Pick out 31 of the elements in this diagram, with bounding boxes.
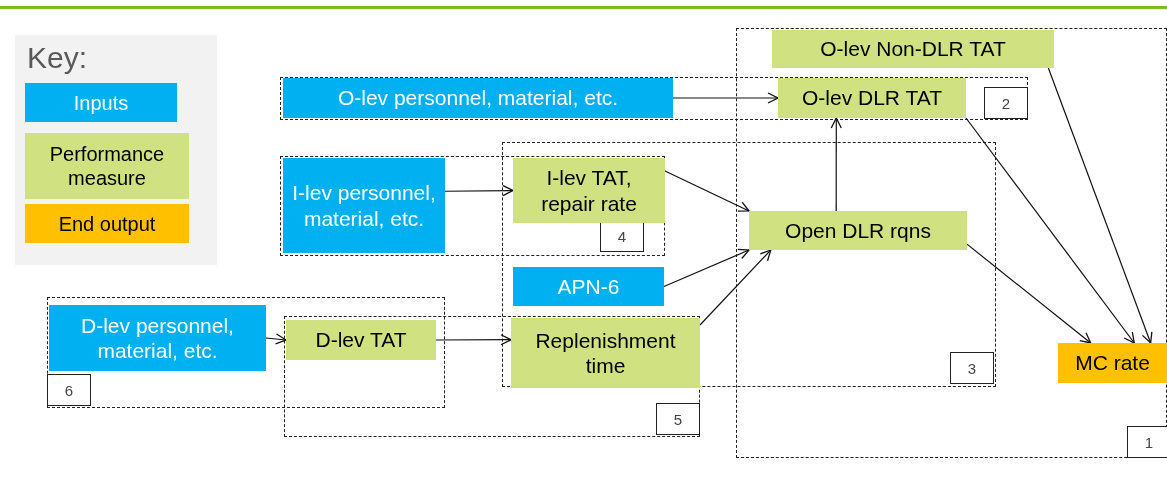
callout-number: 6 <box>47 374 91 406</box>
arrow <box>664 170 750 212</box>
arrow <box>444 184 514 197</box>
arrow <box>663 248 750 288</box>
arrow <box>830 117 842 212</box>
input-box: APN-6 <box>513 267 664 306</box>
legend-label: Performance measure <box>48 142 166 190</box>
arrow <box>965 117 1135 344</box>
arrow <box>672 92 779 104</box>
callout-number: 5 <box>656 403 700 435</box>
performance-measure-box: O-lev DLR TAT <box>778 78 966 118</box>
performance-measure-box: Open DLR rqns <box>749 211 967 250</box>
performance-measure-box: O-lev Non-DLR TAT <box>772 30 1054 68</box>
performance-measure-box: D-lev TAT <box>286 320 436 360</box>
arrow <box>699 249 772 326</box>
arrow <box>265 333 287 345</box>
input-box: I-lev personnel, material, etc. <box>283 158 445 253</box>
legend-label: End output <box>58 211 156 236</box>
input-box: O-lev personnel, material, etc. <box>283 78 673 118</box>
legend-label: Inputs <box>73 90 129 115</box>
performance-measure-box: Replenishment time <box>511 318 700 388</box>
key-title: Key: <box>27 41 88 75</box>
arrow <box>435 334 512 346</box>
input-box: D-lev personnel, material, etc. <box>49 305 266 371</box>
arrow <box>966 243 1092 344</box>
callout-number: 2 <box>984 87 1028 119</box>
end-output-box: MC rate <box>1058 343 1167 383</box>
arrow <box>1047 67 1153 344</box>
performance-measure-box: I-lev TAT, repair rate <box>513 158 665 223</box>
callout-number: 1 <box>1127 426 1167 458</box>
callout-number: 3 <box>950 352 994 384</box>
